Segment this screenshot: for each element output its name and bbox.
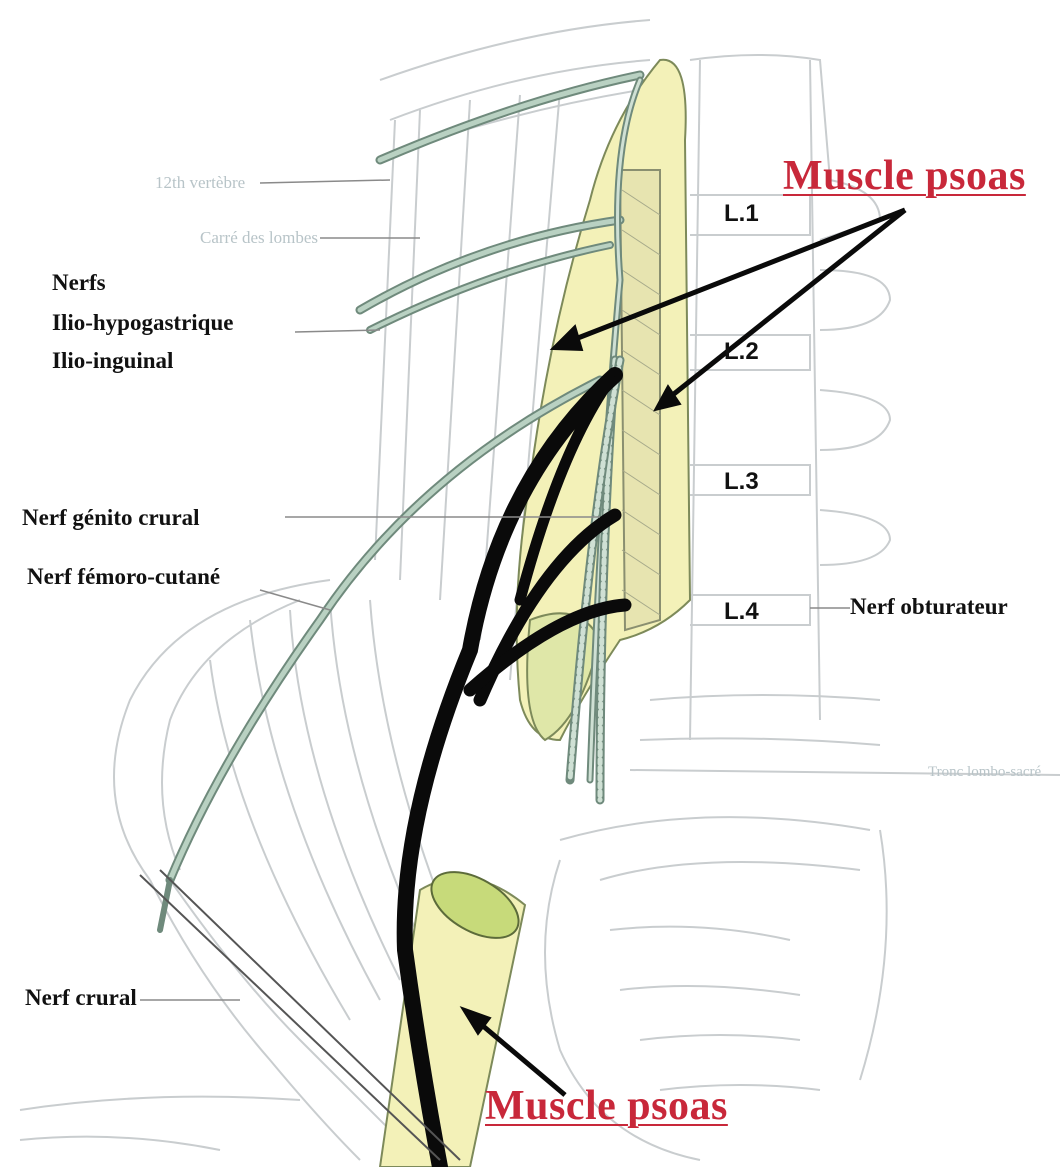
faint-label-12th-vertebra: 12th vertèbre [155,173,245,193]
leader-lines [140,180,850,1000]
vertebra-l2-label: L.2 [724,338,759,366]
nerfs-label: Nerfs [52,268,106,298]
vertebra-l1-label: L.1 [724,200,759,228]
psoas-muscle-shape [380,60,690,1167]
muscle-psoas-label-bottom: Muscle psoas [485,1082,728,1130]
ilio-hypogastrique-label: Ilio-hypogastrique [52,308,233,338]
vertebra-l4-label: L.4 [724,598,759,626]
muscle-psoas-label-top: Muscle psoas [783,152,1026,200]
nerf-femoro-cutane-label: Nerf fémoro-cutané [27,562,220,592]
vertebra-l3-label: L.3 [724,468,759,496]
faint-label-tronc-lombo-sacre: Tronc lombo-sacré [928,764,1041,781]
ilio-inguinal-label: Ilio-inguinal [52,346,173,376]
nerf-crural-label: Nerf crural [25,983,137,1013]
nerf-genito-crural-label: Nerf génito crural [22,503,200,533]
nerf-obturateur-label: Nerf obturateur [850,592,1008,622]
faint-label-carre-des-lombes: Carré des lombes [200,228,318,248]
